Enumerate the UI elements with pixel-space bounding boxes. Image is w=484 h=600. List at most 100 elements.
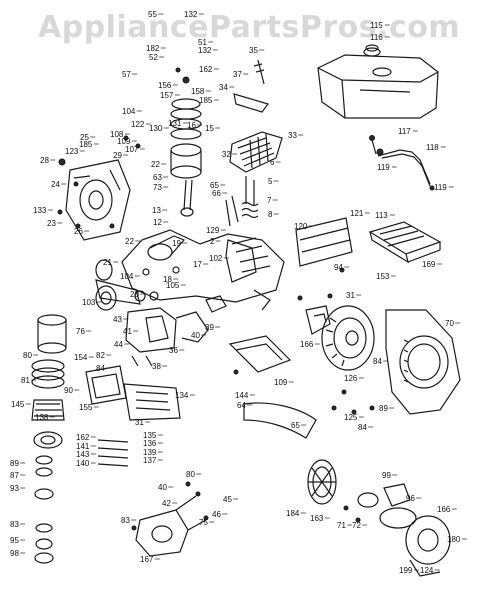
part-label: 166 (437, 505, 451, 514)
part-label: 169 (422, 260, 436, 269)
part-label: 71 (337, 521, 346, 530)
part-label: 34 (219, 83, 228, 92)
part-label: 22 (151, 160, 160, 169)
part-label: 157 (160, 91, 174, 100)
part-label: 126 (344, 374, 358, 383)
part-label: 122 (131, 120, 145, 129)
part-label: 163 (310, 514, 324, 523)
part-label: 162 (76, 433, 90, 442)
part-label: 132 (184, 10, 198, 19)
part-label: 185 (199, 96, 213, 105)
flywheel (321, 305, 375, 371)
part-label: 119 (377, 163, 390, 172)
part-label: 184 (286, 509, 300, 518)
part-label: 138 (35, 413, 49, 422)
part-label: 136 (143, 439, 157, 448)
part-label: 98 (10, 549, 19, 558)
part-label: 139 (143, 448, 157, 457)
watermark: AppliancePartsPros.com (38, 10, 461, 45)
hardware (57, 59, 375, 531)
part-label: 37 (233, 70, 242, 79)
part-label: 12 (153, 218, 162, 227)
part-label: 52 (149, 53, 158, 62)
part-label: 162 (199, 65, 213, 74)
part-label: 7 (267, 196, 272, 205)
part-label: 70 (445, 319, 454, 328)
part-label: 155 (79, 403, 93, 412)
part-label: 81 (21, 376, 30, 385)
part-label: 39 (205, 323, 214, 332)
part-label: 22 (125, 237, 134, 246)
part-label: 185 (79, 140, 93, 149)
part-label: 120 (294, 222, 308, 231)
recoil-starter (307, 459, 451, 577)
part-label: 182 (146, 44, 160, 53)
part-label: 145 (11, 400, 25, 409)
part-label: 158 (191, 87, 205, 96)
governor-assembly (135, 491, 209, 557)
part-label: 36 (169, 346, 178, 355)
part-label: 63 (153, 173, 162, 182)
part-label: 8 (268, 210, 273, 219)
part-label: 13 (152, 206, 161, 215)
part-label: 125 (344, 413, 358, 422)
part-label: 84 (373, 357, 382, 366)
ignition-coil (297, 295, 331, 335)
part-label: 15 (205, 124, 214, 133)
part-label: 94 (334, 263, 343, 272)
part-label: 118 (426, 143, 439, 152)
part-label: 107 (125, 145, 139, 154)
part-label: 84 (358, 423, 367, 432)
part-label: 45 (223, 495, 232, 504)
part-label: 109 (117, 137, 131, 146)
part-label: 93 (10, 484, 19, 493)
part-label: 87 (10, 471, 19, 480)
part-label: 75 (199, 518, 208, 527)
part-label: 130 (149, 124, 163, 133)
part-label: 80 (186, 470, 195, 479)
part-label: 25 (80, 133, 89, 142)
part-label: 17 (193, 260, 202, 269)
part-label: 104 (122, 107, 136, 116)
crankcase-cover (65, 159, 131, 241)
part-label: 26 (74, 227, 83, 236)
muffler-plate (228, 335, 292, 373)
part-label: 44 (114, 340, 123, 349)
piston-rings (170, 98, 202, 217)
part-label: 40 (191, 331, 200, 340)
part-label: 167 (140, 555, 154, 564)
part-label: 137 (143, 456, 157, 465)
part-label: 123 (65, 147, 79, 156)
curved-shield (243, 402, 317, 439)
part-label: 154 (74, 353, 88, 362)
part-label: 105 (166, 281, 180, 290)
part-label: 35 (249, 46, 258, 55)
part-label: 42 (162, 499, 171, 508)
part-label: 65 (291, 421, 300, 430)
gasket-plate (85, 365, 127, 405)
part-label: 129 (206, 226, 220, 235)
part-label: 82 (96, 351, 105, 360)
part-label: 29 (113, 151, 122, 160)
part-label: 21 (103, 258, 112, 267)
part-label: 32 (222, 150, 231, 159)
part-label: 90 (64, 386, 73, 395)
part-label: 156 (158, 81, 172, 90)
part-label: 113 (375, 211, 388, 220)
part-label: 153 (376, 272, 390, 281)
part-label: 124 (420, 566, 434, 575)
part-label: 104 (120, 272, 134, 281)
part-label: 134 (175, 391, 189, 400)
part-label: 108 (110, 130, 124, 139)
part-label: 38 (152, 362, 161, 371)
part-label: 83 (121, 516, 130, 525)
part-label: 89 (379, 404, 388, 413)
part-label: 133 (33, 206, 47, 215)
part-label: 2 (210, 237, 215, 246)
part-label: 76 (76, 327, 85, 336)
fuel-line (369, 135, 435, 191)
part-label: 84 (96, 364, 105, 373)
